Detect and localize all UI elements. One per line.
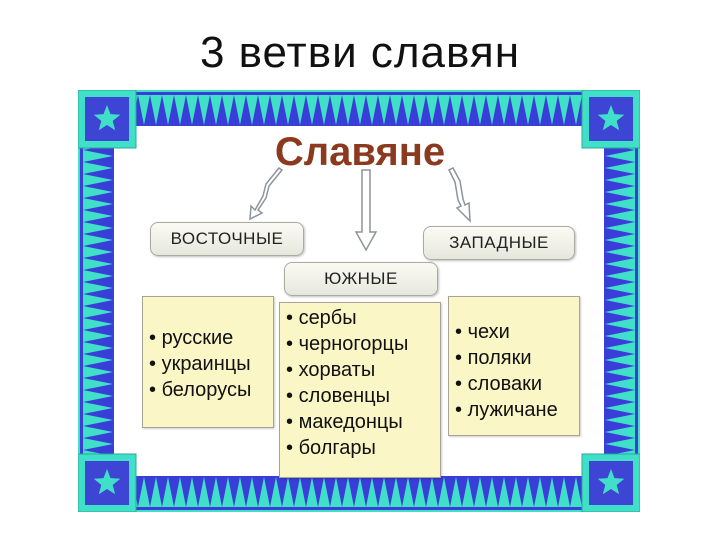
list-item: белорусы — [149, 377, 273, 403]
branch-label-west: ЗАПАДНЫЕ — [423, 226, 575, 260]
corner-block — [78, 90, 137, 149]
list-item: сербы — [286, 305, 440, 331]
east-slavs-list: русские украинцы белорусы — [142, 296, 274, 428]
list-item: русские — [149, 325, 273, 351]
west-slavs-list: чехи поляки словаки лужичане — [448, 296, 580, 436]
list-item: словенцы — [286, 383, 440, 409]
list-item: черногорцы — [286, 331, 440, 357]
corner-block — [581, 90, 640, 149]
star-icon — [93, 105, 121, 131]
list-item: украинцы — [149, 351, 273, 377]
arrow-down-icon — [447, 167, 471, 223]
star-icon — [597, 469, 625, 495]
list-item: словаки — [455, 371, 579, 397]
slide-title: 3 ветви славян — [199, 28, 521, 77]
diagram-heading: Славяне — [274, 130, 446, 174]
arrow-down-icon — [249, 166, 284, 221]
list-item: македонцы — [286, 409, 440, 435]
star-icon — [597, 105, 625, 131]
list-item: поляки — [455, 345, 579, 371]
corner-block — [78, 453, 137, 512]
list-item: лужичане — [455, 397, 579, 423]
south-slavs-list: сербы черногорцы хорваты словенцы македо… — [279, 302, 441, 478]
list-item: хорваты — [286, 357, 440, 383]
list-item: болгары — [286, 435, 440, 461]
list-item: чехи — [455, 319, 579, 345]
branch-label-east: ВОСТОЧНЫЕ — [150, 222, 304, 256]
arrow-down-icon — [354, 169, 378, 252]
branch-label-south: ЮЖНЫЕ — [284, 262, 438, 296]
star-icon — [93, 469, 121, 495]
corner-block — [581, 453, 640, 512]
